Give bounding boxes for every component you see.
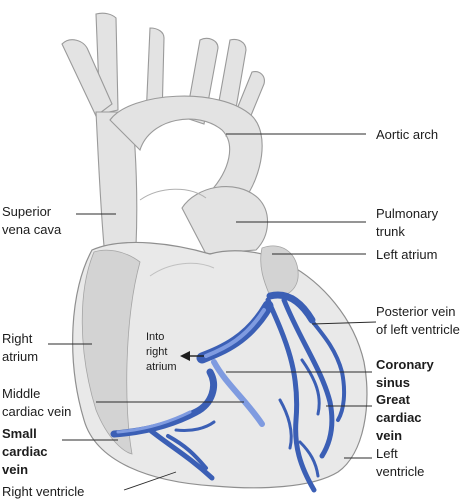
label-superior-vena-cava-line1: Superior [2, 204, 52, 219]
small-cardiac-vein-branch-2 [166, 434, 208, 470]
label-coronary-sinus-line2: sinus [376, 375, 410, 390]
label-aortic-arch: Aortic arch [376, 127, 438, 142]
label-into-right-atrium-line1: Into [146, 331, 164, 343]
label-small-cardiac-vein-line2: cardiac [2, 444, 48, 459]
leader-right-ventricle [123, 471, 177, 491]
label-posterior-vein-line1: Posterior vein [376, 304, 455, 319]
right-atrium-bulge [81, 249, 141, 455]
label-great-cardiac-vein-line1: Great [376, 392, 411, 407]
label-left-ventricle-line2: ventricle [376, 464, 424, 479]
aortic-branch-2 [61, 39, 113, 117]
labels: Aortic arch Superior vena cava Pulmonary… [2, 127, 460, 499]
middle-cardiac-vein-vessel [211, 359, 265, 427]
label-small-cardiac-vein-line1: Small [2, 426, 37, 441]
great-cardiac-vein-tributary-2 [278, 398, 293, 450]
label-into-right-atrium-line3: atrium [146, 361, 177, 373]
cardiac-veins [110, 291, 347, 493]
left-atrium-auricle [260, 245, 299, 298]
pulmonary-trunk-vessel [181, 185, 269, 255]
label-posterior-vein-line2: of left ventricle [376, 322, 460, 337]
great-cardiac-vein-tributary-3 [298, 440, 320, 478]
label-small-cardiac-vein-line3: vein [2, 462, 28, 477]
coronary-sinus-highlight [204, 308, 266, 358]
label-great-cardiac-vein-line3: vein [376, 428, 402, 443]
leader-lines [48, 133, 377, 491]
small-cardiac-vein-vessel [110, 368, 217, 438]
great-cardiac-vein-tributary-1 [300, 358, 321, 416]
leader-posterior-vein [311, 321, 377, 325]
into-right-atrium-arrow [180, 351, 204, 361]
label-left-atrium: Left atrium [376, 247, 437, 262]
great-cardiac-vein-branch-b [281, 297, 335, 459]
label-pulmonary-trunk-line1: Pulmonary [376, 206, 439, 221]
label-into-right-atrium-line2: right [146, 346, 167, 358]
label-left-ventricle-line1: Left [376, 446, 398, 461]
label-middle-cardiac-vein-line2: cardiac vein [2, 404, 71, 419]
label-middle-cardiac-vein-line1: Middle [2, 386, 40, 401]
label-pulmonary-trunk-line2: trunk [376, 224, 405, 239]
label-right-atrium-line2: atrium [2, 349, 38, 364]
label-coronary-sinus-line1: Coronary [376, 357, 435, 372]
small-cardiac-vein-highlight [116, 410, 192, 434]
great-vessels [61, 12, 269, 255]
label-superior-vena-cava-line2: vena cava [2, 222, 62, 237]
label-right-ventricle: Right ventricle [2, 484, 84, 499]
label-right-atrium-line1: Right [2, 331, 33, 346]
great-cardiac-vein-branch-a [265, 297, 317, 493]
small-cardiac-vein-branch-1 [147, 427, 215, 481]
label-great-cardiac-vein-line2: cardiac [376, 410, 422, 425]
small-cardiac-vein-branch-3 [174, 420, 216, 432]
